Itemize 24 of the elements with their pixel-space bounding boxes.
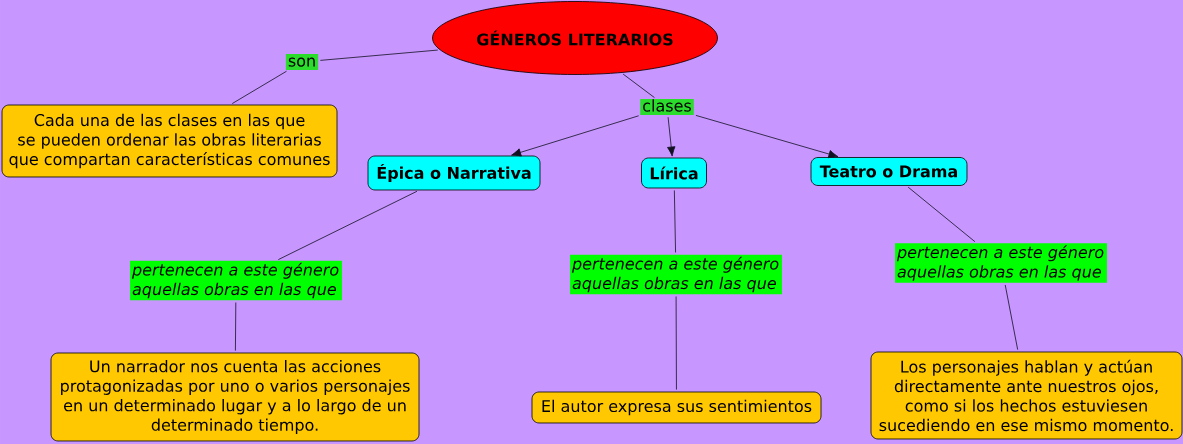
description-box: Los personajes hablan y actúan directamente ante nuestros ojos, como si los hechos estuviesen sucediendo en ese mismo momento. (870, 351, 1183, 440)
connector-line (622, 73, 655, 98)
concept-box: Teatro o Drama (810, 157, 968, 186)
arrow (667, 116, 676, 157)
concept-box: Épica o Narrativa (367, 155, 541, 191)
connector-line (277, 190, 418, 260)
connector-line (1004, 284, 1019, 351)
concept-box: Lírica (641, 157, 707, 189)
connector-line (907, 186, 976, 243)
connector-line (319, 49, 439, 61)
arrow (511, 115, 640, 157)
linking-phrase: pertenecen a este género aquellas obras en las que (130, 260, 342, 301)
connector-line (231, 70, 287, 104)
linking-phrase: pertenecen a este género aquellas obras en las que (895, 243, 1107, 283)
description-box: Un narrador nos cuenta las acciones protagonizadas por uno o varios personajes en un determinado lugar y a lo largo de un determinado tiempo. (50, 352, 420, 442)
connector-line (673, 190, 676, 253)
arrow (695, 115, 839, 159)
connector-line (235, 302, 237, 351)
description-box: El autor expresa sus sentimientos (531, 391, 822, 424)
description-box: Cada una de las clases en las que se pueden ordenar las obras literarias que compartan características comunes (1, 104, 338, 178)
connector-line (675, 296, 677, 390)
linking-phrase: clases (640, 99, 694, 115)
linking-phrase: pertenecen a este género aquellas obras en las que (570, 254, 782, 295)
linking-phrase: son (285, 54, 319, 70)
